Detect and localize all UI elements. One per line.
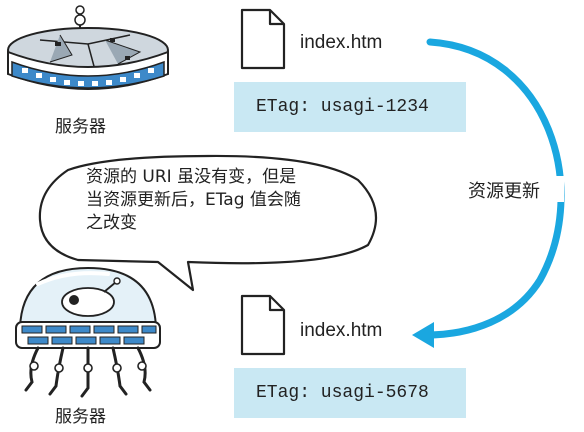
speech-bubble-shape bbox=[38, 154, 378, 292]
update-label: 资源更新 bbox=[468, 181, 540, 202]
bottom-server-label: 服务器 bbox=[55, 407, 106, 427]
update-label-bg bbox=[464, 176, 564, 202]
bottom-etag-box: ETag: usagi-5678 bbox=[234, 368, 466, 418]
bottom-server-icon bbox=[15, 266, 161, 398]
speech-bubble-text: 资源的 URI 虽没有变，但是 当资源更新后，ETag 值会随 之改变 bbox=[86, 167, 301, 233]
update-arrow bbox=[412, 38, 565, 348]
top-etag-text: ETag: usagi-1234 bbox=[256, 97, 429, 117]
top-file-name: index.htm bbox=[300, 32, 383, 53]
bottom-file-name: index.htm bbox=[300, 320, 383, 341]
top-document-icon bbox=[240, 8, 286, 70]
top-etag-box: ETag: usagi-1234 bbox=[234, 82, 466, 132]
bottom-document-icon bbox=[240, 294, 286, 356]
top-server-icon bbox=[7, 5, 169, 90]
bottom-etag-text: ETag: usagi-5678 bbox=[256, 383, 429, 403]
top-server-label: 服务器 bbox=[55, 117, 106, 137]
